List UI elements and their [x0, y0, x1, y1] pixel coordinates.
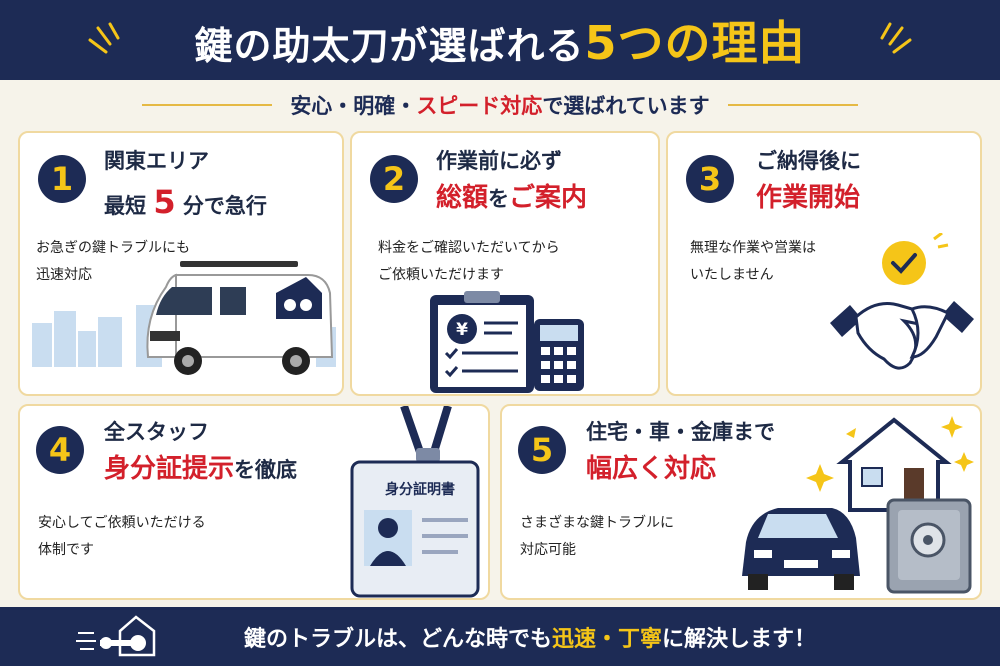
- estimate-clipboard-icon: ¥: [430, 291, 584, 393]
- reason-heading-prefix: 最短: [104, 193, 146, 218]
- reason-number-badge: 2: [370, 155, 418, 203]
- reason-heading-connector: を: [488, 186, 510, 211]
- reason-description: 料金をご確認いただいてから ご依頼いただけます: [378, 235, 560, 288]
- subtitle: 安心・明確・スピード対応で選ばれています: [0, 84, 1000, 126]
- reason-heading: 住宅・車・金庫まで 幅広く対応: [586, 416, 775, 489]
- footer-text-part1: 鍵のトラブルは、どんな時でも: [243, 626, 552, 652]
- reason-heading-highlight: 5: [153, 182, 176, 221]
- header-banner: 鍵の助太刀が選ばれる5つの理由: [0, 0, 1000, 80]
- reason-number-badge: 1: [38, 155, 86, 203]
- reason-heading-line1: 関東エリア: [104, 149, 209, 173]
- reason-description: さまざまな鍵トラブルに 対応可能: [520, 510, 674, 563]
- reason-card-4: 4 全スタッフ 身分証提示を徹底 安心してご依頼いただける 体制です 身分証明書: [18, 404, 490, 600]
- reason-heading-suffix: を徹底: [234, 457, 298, 482]
- service-van-icon: [32, 261, 336, 375]
- reason-description-line2: 対応可能: [520, 541, 576, 558]
- reason-description-line2: 体制です: [38, 541, 94, 558]
- subtitle-part2: で選ばれています: [542, 94, 710, 118]
- reason-description-line1: お急ぎの鍵トラブルにも: [36, 240, 190, 256]
- reason-heading: 全スタッフ 身分証提示を徹底: [104, 416, 297, 489]
- title-accent-text: 5つの理由: [584, 16, 806, 70]
- reason-number-badge: 4: [36, 426, 84, 474]
- yen-symbol: ¥: [456, 320, 468, 340]
- id-badge-icon: 身分証明書: [350, 406, 480, 598]
- title-main-text: 鍵の助太刀が選ばれる: [194, 24, 585, 68]
- reason-description-line1: 無理な作業や営業は: [690, 240, 816, 256]
- reason-heading: 関東エリア 最短 5 分で急行: [104, 145, 267, 227]
- reason-description-line1: 料金をご確認いただいてから: [378, 240, 560, 256]
- reason-heading-highlight: 総額: [436, 182, 489, 213]
- reason-heading-line1: 全スタッフ: [104, 420, 209, 444]
- reason-card-3: 3 ご納得後に 作業開始 無理な作業や営業は いたしません: [666, 131, 982, 396]
- reason-description-line1: 安心してご依頼いただける: [38, 515, 206, 531]
- footer-text-accent: 迅速・丁寧: [551, 626, 662, 652]
- reason-number-badge: 5: [518, 426, 566, 474]
- reason-heading-line1: 作業前に必ず: [436, 149, 562, 173]
- reason-heading-line1: 住宅・車・金庫まで: [586, 420, 775, 444]
- reason-heading-line1: ご納得後に: [756, 149, 861, 173]
- reason-heading-highlight: 作業開始: [756, 182, 861, 213]
- reason-description-line2: ご依頼いただけます: [378, 266, 504, 283]
- footer-text-part2: に解決します！: [662, 626, 817, 652]
- divider: [727, 104, 858, 106]
- reason-description-line2: いたしません: [690, 266, 774, 283]
- sparkle-lines-icon: [88, 22, 120, 54]
- reason-heading-highlight: 身分証提示: [104, 453, 235, 484]
- reason-heading: 作業前に必ず 総額をご案内: [436, 145, 587, 218]
- reason-heading-highlight: ご案内: [509, 182, 588, 213]
- reason-number-badge: 3: [686, 155, 734, 203]
- reason-heading-suffix: 分で急行: [182, 193, 267, 218]
- subtitle-text: 安心・明確・スピード対応で選ばれています: [290, 90, 709, 120]
- reason-description: 無理な作業や営業は いたしません: [690, 235, 816, 288]
- badge-title: 身分証明書: [385, 481, 455, 498]
- footer-message: 鍵のトラブルは、どんな時でも迅速・丁寧に解決します！: [244, 621, 816, 653]
- subtitle-highlight: スピード対応: [416, 94, 543, 118]
- reason-description-line2: 迅速対応: [36, 266, 92, 283]
- reason-heading-highlight: 幅広く対応: [586, 453, 717, 484]
- reason-description-line1: さまざまな鍵トラブルに: [520, 515, 674, 531]
- reason-card-2: 2 作業前に必ず 総額をご案内 料金をご確認いただいてから ご依頼いただけます …: [350, 131, 660, 396]
- handshake-icon: [830, 233, 974, 370]
- reason-card-1: 1 関東エリア 最短 5 分で急行 お急ぎの鍵トラブルにも 迅速対応: [18, 131, 344, 396]
- key-house-logo-icon: [76, 615, 156, 657]
- divider: [142, 104, 273, 106]
- page-title: 鍵の助太刀が選ばれる5つの理由: [194, 7, 805, 73]
- reason-description: お急ぎの鍵トラブルにも 迅速対応: [36, 235, 190, 288]
- reason-description: 安心してご依頼いただける 体制です: [38, 510, 206, 563]
- house-car-safe-icon: [742, 416, 974, 594]
- reason-card-5: 5 住宅・車・金庫まで 幅広く対応 さまざまな鍵トラブルに 対応可能: [500, 404, 982, 600]
- footer-banner: 鍵のトラブルは、どんな時でも迅速・丁寧に解決します！: [0, 607, 1000, 666]
- subtitle-part1: 安心・明確・: [290, 94, 417, 118]
- reason-heading: ご納得後に 作業開始: [756, 145, 861, 218]
- sparkle-lines-icon: [880, 22, 912, 54]
